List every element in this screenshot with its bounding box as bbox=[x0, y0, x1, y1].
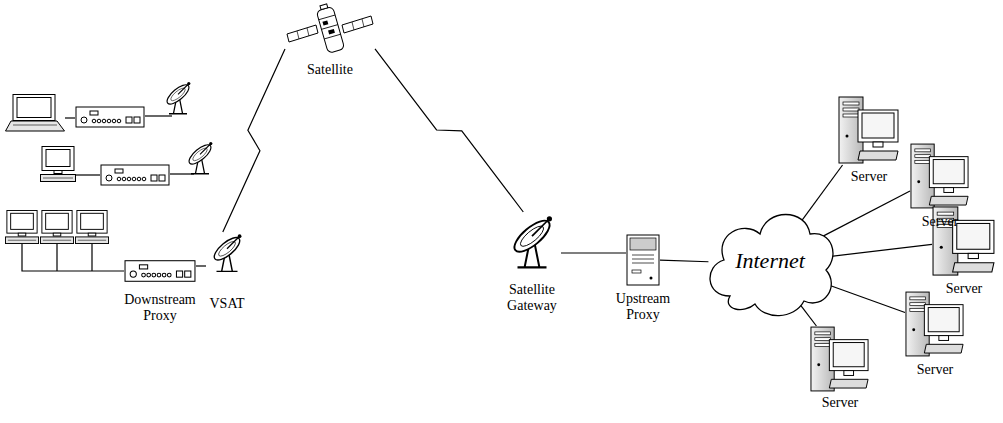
server-icon bbox=[810, 326, 870, 392]
node-label: Server bbox=[910, 214, 970, 230]
vsat-dish bbox=[164, 82, 192, 114]
node-label: VSAT bbox=[197, 296, 257, 312]
server: Server bbox=[810, 326, 870, 392]
network-link bbox=[826, 284, 905, 313]
label-holder: Satellite Gateway bbox=[497, 282, 567, 314]
network-link bbox=[196, 265, 206, 266]
node-label: Satellite bbox=[290, 62, 370, 78]
satellite-icon bbox=[285, 3, 375, 57]
label-holder: Server bbox=[934, 281, 994, 297]
gateway-dish-icon bbox=[503, 212, 561, 272]
label-holder: Server bbox=[910, 214, 970, 230]
node-label: Upstream Proxy bbox=[608, 291, 678, 323]
vsat-dish-icon bbox=[206, 232, 248, 274]
server-icon bbox=[905, 290, 965, 358]
node-label: Server bbox=[934, 281, 994, 297]
network-link bbox=[801, 306, 817, 326]
network-link bbox=[561, 252, 626, 253]
label-holder: Upstream Proxy bbox=[608, 291, 678, 323]
radio-link bbox=[375, 49, 523, 212]
label-holder: Server bbox=[905, 362, 965, 378]
network-link bbox=[822, 191, 910, 237]
modem bbox=[101, 165, 169, 185]
network-link bbox=[660, 260, 708, 262]
label-holder: Server bbox=[839, 169, 899, 185]
radio-link bbox=[223, 49, 285, 232]
server-icon bbox=[910, 142, 970, 210]
gateway-dish: Satellite Gateway bbox=[503, 212, 561, 272]
label-holder: Internet bbox=[700, 200, 840, 322]
server: Server bbox=[905, 290, 965, 358]
satellite: Satellite bbox=[285, 3, 375, 57]
node-label: Server bbox=[839, 169, 899, 185]
downstream-proxy-icon bbox=[124, 258, 196, 284]
network-link bbox=[801, 165, 842, 221]
vsat-dish bbox=[186, 142, 214, 174]
laptop-terminal bbox=[6, 95, 65, 132]
label-holder: Downstream Proxy bbox=[118, 292, 202, 324]
upstream-proxy: Upstream Proxy bbox=[626, 234, 660, 286]
node-label: Server bbox=[810, 395, 870, 411]
downstream-proxy: Downstream Proxy bbox=[124, 258, 196, 284]
node-label: Downstream Proxy bbox=[118, 292, 202, 324]
internet-cloud: Internet bbox=[700, 200, 840, 322]
node-label: Internet bbox=[735, 248, 805, 274]
node-label: Server bbox=[905, 362, 965, 378]
server: Server bbox=[838, 95, 900, 165]
label-holder: Satellite bbox=[290, 62, 370, 78]
label-holder: Server bbox=[810, 395, 870, 411]
desktop-terminal bbox=[41, 147, 76, 182]
upstream-proxy-icon bbox=[626, 234, 660, 286]
network-link bbox=[831, 244, 932, 256]
lan-terminal bbox=[5, 210, 108, 243]
server: Server bbox=[910, 142, 970, 210]
vsat-dish: VSAT bbox=[206, 232, 248, 274]
cable bbox=[22, 116, 194, 271]
modem bbox=[76, 107, 144, 127]
server-icon bbox=[838, 95, 900, 165]
node-label: Satellite Gateway bbox=[497, 282, 567, 314]
label-holder: VSAT bbox=[197, 296, 257, 312]
